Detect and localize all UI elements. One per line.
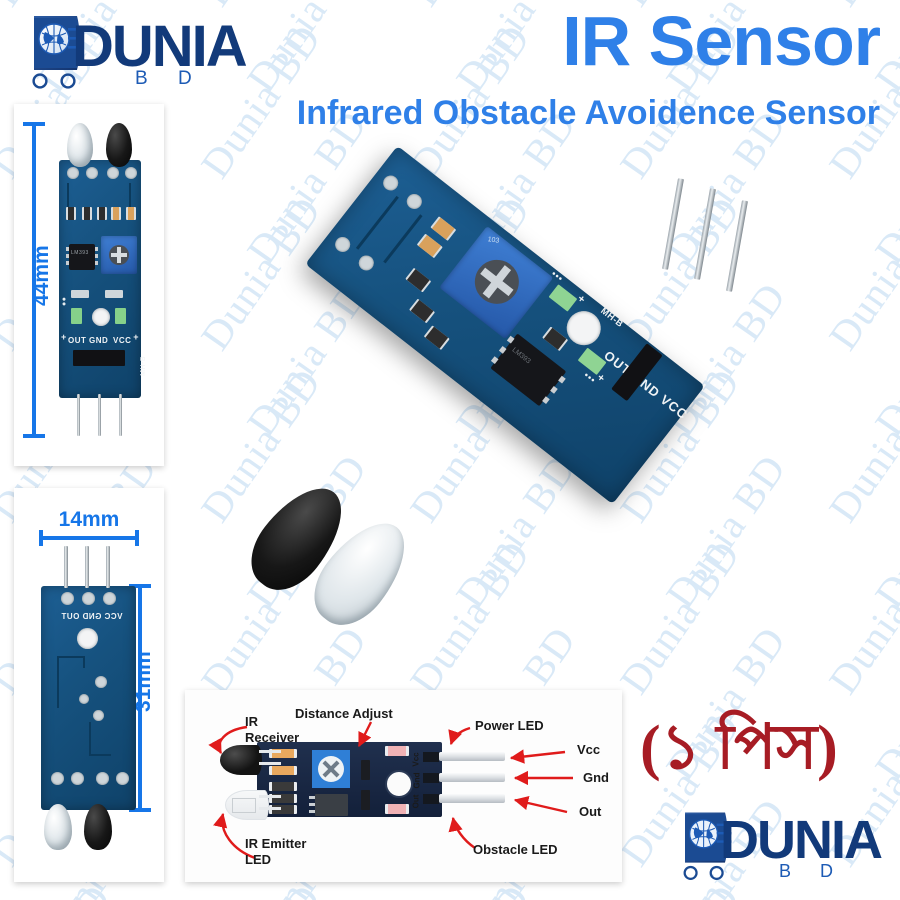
main-product-photo: 103 LM393 OUT xyxy=(236,145,790,670)
diagram-potentiometer xyxy=(312,750,350,788)
dim-cap-top-44mm xyxy=(23,122,45,126)
callout-vcc: Vcc xyxy=(577,742,601,757)
diagram-wire-out xyxy=(439,794,505,803)
callout-ir-receiver: IR Receiver xyxy=(245,714,300,746)
diagram-power-led xyxy=(385,746,409,756)
dim-line-31mm xyxy=(138,584,142,812)
silk-plus-right: + xyxy=(133,332,139,342)
dim-line-14mm xyxy=(39,536,139,540)
dunia-logo-icon xyxy=(26,16,84,89)
silk-main-plus1: + xyxy=(574,292,588,307)
potentiometer[interactable] xyxy=(101,236,137,274)
brand-sub-b-bottom: B xyxy=(779,861,792,881)
diagram-arrow-layer xyxy=(208,721,573,860)
watermark-text: Dunia BD xyxy=(819,531,900,703)
dim-label-14mm: 14mm xyxy=(58,508,120,531)
page-subtitle: Infrared Obstacle Avoidence Sensor xyxy=(296,94,880,132)
brand-sub-b: B xyxy=(135,68,148,89)
ic-lm393 xyxy=(66,244,98,270)
ir-receiver-photo xyxy=(106,123,132,167)
pcb-back-view: VCC GND OUT xyxy=(41,586,136,810)
diagram-wire-vcc xyxy=(439,752,505,761)
silk-main-mhb: MH-B xyxy=(599,305,626,330)
power-led-main xyxy=(548,284,578,312)
dim-line-44mm xyxy=(32,122,36,438)
brand-logo-top[interactable]: DUNIA B D xyxy=(20,12,248,95)
diagram-ir-emitter xyxy=(225,790,269,820)
dim-cap-top-31mm xyxy=(129,584,151,588)
brand-sub-d-bottom: D xyxy=(820,861,833,881)
quantity-badge: (১ পিস) xyxy=(640,714,838,782)
callout-distance-adjust: Distance Adjust xyxy=(295,706,393,721)
dim-cap-bottom-44mm xyxy=(23,434,45,438)
callout-power-led: Power LED xyxy=(475,718,544,733)
ir-emitter-led-photo xyxy=(67,123,93,167)
dim-cap-right-14mm xyxy=(135,530,139,546)
dim-cap-left-14mm xyxy=(39,530,43,546)
diagram-board: Vcc Gnd Out xyxy=(257,742,442,817)
callout-gnd: Gnd xyxy=(583,770,609,785)
diagram-ic xyxy=(309,794,348,816)
dim-label-44mm: 44mm xyxy=(30,245,53,306)
dim-cap-bottom-31mm xyxy=(129,808,151,812)
callout-obstacle-led: Obstacle LED xyxy=(473,842,558,857)
dunia-logo-icon-bottom xyxy=(677,812,732,880)
brand-wordmark-bottom: DUNIA xyxy=(720,810,883,870)
callout-ir-emitter: IR Emitter LED xyxy=(245,836,307,868)
panel-height-44mm: 44mm LM393 xyxy=(14,104,164,466)
watermark-text: Dunia BD xyxy=(819,187,900,359)
diagram-ir-receiver xyxy=(220,745,262,775)
diagram-wire-gnd xyxy=(439,773,505,782)
panel-width-14mm: 14mm 31mm VCC GND OUT xyxy=(14,488,164,882)
page-title: IR Sensor xyxy=(562,2,881,80)
pin-header xyxy=(73,350,125,366)
ic-main-label: LM393 xyxy=(510,346,532,366)
pcb-front-view: LM393 ●● OUT GND VCC + + MH-B xyxy=(59,160,147,398)
watermark-text: Dunia BD xyxy=(865,446,900,617)
silk-gnd: GND xyxy=(89,336,109,345)
diagram-obstacle-led xyxy=(385,804,409,814)
watermark-text: Dunia BD xyxy=(865,618,900,789)
brand-wordmark: DUNIA xyxy=(72,14,248,79)
brand-sub-d: D xyxy=(178,68,192,89)
silk-back-pins: VCC GND OUT xyxy=(61,612,123,621)
silk-out: OUT xyxy=(68,336,87,345)
pcb-main: 103 LM393 OUT xyxy=(305,145,705,505)
diagram-mounting-hole xyxy=(385,770,413,798)
ic-silk-label: LM393 xyxy=(71,250,89,256)
silk-mhb: MH-B xyxy=(140,356,147,376)
callout-out: Out xyxy=(579,804,602,819)
panel-pinout-diagram: Vcc Gnd Out xyxy=(185,690,622,882)
potentiometer-main[interactable]: 103 xyxy=(439,226,554,340)
ir-emitter-led-back xyxy=(44,804,72,850)
watermark-text: Dunia BD xyxy=(865,274,900,445)
watermark-text: Dunia BD xyxy=(819,359,900,531)
pot-value-label: 103 xyxy=(487,236,500,245)
silk-vcc: VCC xyxy=(113,336,132,345)
brand-logo-bottom[interactable]: DUNIA B D xyxy=(672,808,883,887)
silk-plus-left: + xyxy=(61,332,67,342)
watermark-text: Dunia BD xyxy=(384,0,555,26)
ir-receiver-back xyxy=(84,804,112,850)
